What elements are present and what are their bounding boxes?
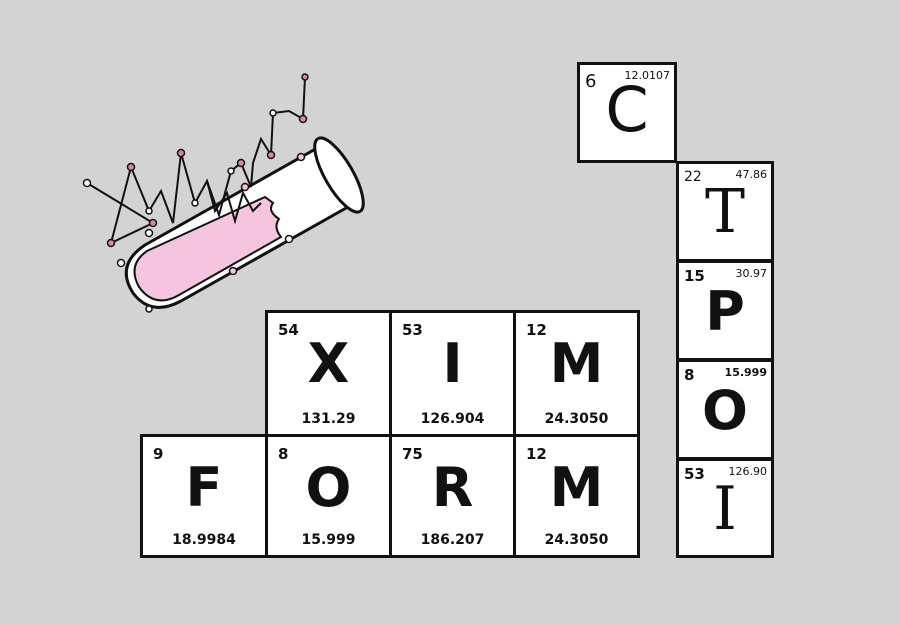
- element-tile-i-2: 53 126.90 I: [676, 458, 774, 558]
- element-tile-f: 9 F 18.9984: [140, 434, 268, 558]
- test-tube-molecule-icon: [82, 73, 365, 313]
- element-symbol: I: [713, 474, 737, 544]
- atomic-mass: 30.97: [735, 267, 768, 280]
- atomic-number: 53: [402, 321, 423, 339]
- element-symbol: M: [549, 332, 604, 395]
- element-symbol: R: [431, 456, 474, 519]
- atomic-mass: 47.86: [735, 168, 768, 181]
- element-tile-mg-2: 12 M 24.3050: [513, 434, 640, 558]
- atomic-number: 6: [585, 71, 597, 92]
- element-tile-o-2: 8 15.999 O: [676, 359, 774, 460]
- atomic-mass: 12.0107: [624, 69, 671, 82]
- element-tile-i: 53 I 126.904: [389, 310, 516, 437]
- molecule-chain: [86, 76, 306, 245]
- liquid-fill: [133, 195, 283, 302]
- atomic-mass: 15.999: [301, 532, 356, 548]
- element-tile-ti: 22 47.86 T: [676, 161, 774, 262]
- atomic-number: 8: [278, 445, 289, 463]
- atomic-number: 75: [402, 445, 423, 463]
- element-symbol: T: [704, 177, 746, 247]
- atomic-number: 12: [526, 321, 547, 339]
- atomic-mass: 126.904: [420, 411, 485, 427]
- element-symbol: F: [185, 456, 223, 519]
- atomic-number: 12: [526, 445, 547, 463]
- atomic-mass: 131.29: [301, 411, 356, 427]
- atomic-mass: 24.3050: [544, 411, 609, 427]
- molecule-atoms: [82, 73, 309, 313]
- atomic-mass: 18.9984: [172, 532, 236, 548]
- atomic-number: 15: [684, 267, 705, 285]
- test-tube: [124, 136, 365, 309]
- element-symbol: I: [442, 332, 463, 395]
- atomic-number: 54: [278, 321, 299, 339]
- element-symbol: X: [307, 332, 350, 395]
- element-symbol: O: [305, 456, 352, 519]
- atomic-mass: 186.207: [420, 532, 485, 548]
- element-tile-re: 75 R 186.207: [389, 434, 516, 558]
- atomic-mass: 126.90: [728, 465, 768, 478]
- element-tile-o: 8 O 15.999: [265, 434, 392, 558]
- element-symbol: P: [705, 280, 745, 343]
- element-symbol: M: [549, 456, 604, 519]
- atomic-mass: 15.999: [724, 366, 767, 379]
- element-tile-mg: 12 M 24.3050: [513, 310, 640, 437]
- atomic-number: 8: [684, 366, 695, 384]
- atomic-number: 53: [684, 465, 705, 483]
- element-symbol: C: [605, 73, 649, 146]
- element-tile-xe: 54 X 131.29: [265, 310, 392, 437]
- atomic-mass: 24.3050: [544, 532, 609, 548]
- atomic-number: 22: [684, 169, 702, 185]
- element-tile-p: 15 30.97 P: [676, 260, 774, 361]
- element-symbol: O: [702, 379, 748, 442]
- element-tile-c: 6 12.0107 C: [577, 62, 677, 163]
- atomic-number: 9: [153, 445, 164, 463]
